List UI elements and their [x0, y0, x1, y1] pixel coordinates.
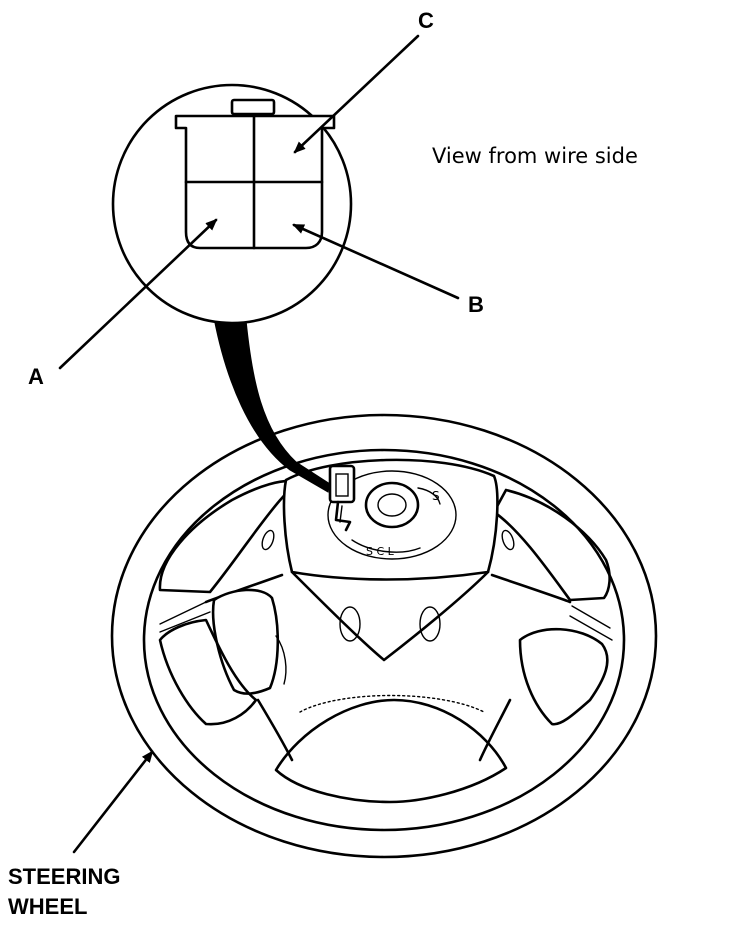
harness-cable: [213, 317, 331, 493]
steering-wheel: S S C L: [110, 413, 658, 859]
view-note: View from wire side: [432, 144, 638, 168]
wheel-rim-inner: [142, 448, 626, 832]
wheel-bottom-opening: [274, 698, 508, 804]
right-switch-pad: [518, 627, 609, 726]
left-switch-pad: [211, 588, 280, 695]
steering-wheel-label-line1: STEERING: [8, 864, 120, 889]
hub-center-ring: [327, 470, 457, 560]
connector-latch: [230, 98, 276, 116]
leader-a: [58, 218, 218, 370]
label-a: A: [28, 364, 44, 389]
label-c: C: [418, 8, 434, 33]
leader-steering-wheel: [72, 750, 154, 854]
label-b: B: [468, 292, 484, 317]
wheel-upper-left-opening: [158, 479, 298, 594]
leader-b: [292, 223, 460, 300]
hub-center-boss-inner: [377, 493, 407, 517]
wheel-rim-outer: [110, 413, 658, 859]
connector-magnified-view: [111, 83, 353, 325]
hub-center-boss: [364, 481, 420, 529]
horn-hole-left: [339, 606, 361, 642]
horn-hole-right: [419, 606, 441, 642]
leader-c: [293, 34, 420, 154]
steering-wheel-label-line2: WHEEL: [8, 894, 87, 919]
svg-text:S C L: S C L: [366, 545, 395, 558]
svg-text:S: S: [432, 489, 440, 503]
wheel-upper-right-opening: [492, 488, 611, 602]
